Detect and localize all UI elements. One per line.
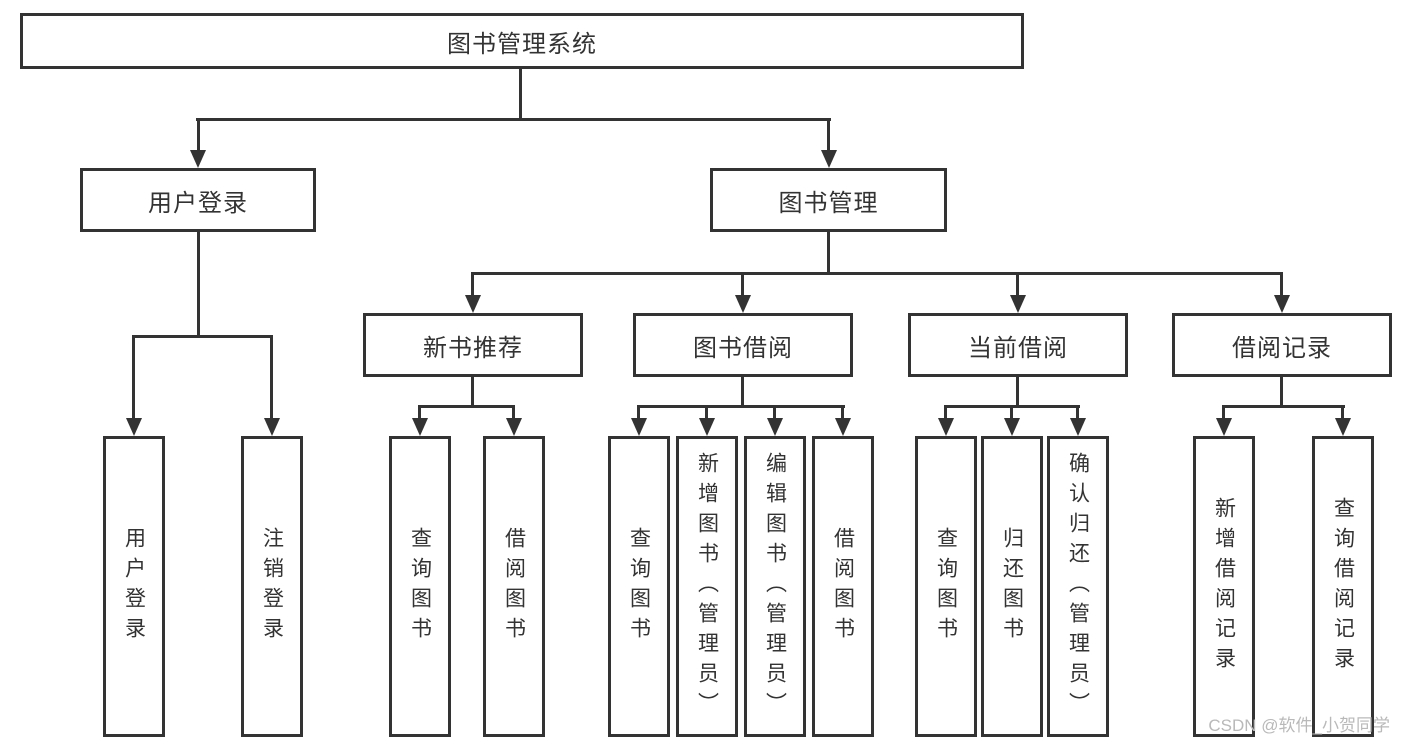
arrowhead-leaf-logout — [264, 418, 280, 436]
connector-leaf-logout-drop — [270, 335, 273, 420]
node-root: 图书管理系统 — [20, 13, 1024, 69]
leaf-logout: 注销登录 — [241, 436, 303, 737]
connector-borrow-record-drop — [1280, 272, 1283, 297]
leaf-query-books-2-label: 查询图书 — [627, 526, 651, 647]
leaf-query-books-1: 查询图书 — [389, 436, 451, 737]
connector-g2-drop-2 — [512, 405, 515, 420]
node-user-login: 用户登录 — [80, 168, 316, 232]
node-book-mgmt: 图书管理 — [710, 168, 947, 232]
connector-g2-stem — [471, 377, 474, 405]
connector-user-login-bus — [132, 335, 273, 338]
leaf-add-borrow-record-label: 新增借阅记录 — [1212, 496, 1236, 677]
node-book-borrow-label: 图书借阅 — [693, 334, 793, 362]
connector-g3-drop-1 — [637, 405, 640, 420]
connector-g4-drop-2 — [1010, 405, 1013, 420]
connector-g3-drop-2 — [705, 405, 708, 420]
leaf-borrow-books-1: 借阅图书 — [483, 436, 545, 737]
leaf-add-borrow-record: 新增借阅记录 — [1193, 436, 1255, 737]
connector-g5-stem — [1280, 377, 1283, 405]
connector-g3-stem — [741, 377, 744, 405]
connector-g3-drop-3 — [773, 405, 776, 420]
arrowhead-g2-2 — [506, 418, 522, 436]
node-user-login-label: 用户登录 — [148, 189, 248, 217]
arrowhead-current-borrow — [1010, 295, 1026, 313]
leaf-edit-books-admin: 编辑图书（管理员） — [744, 436, 806, 737]
connector-g2-bus — [418, 405, 515, 408]
arrowhead-g4-3 — [1070, 418, 1086, 436]
leaf-query-books-1-label: 查询图书 — [408, 526, 432, 647]
arrowhead-g5-2 — [1335, 418, 1351, 436]
connector-g3-bus — [637, 405, 845, 408]
leaf-borrow-books-1-label: 借阅图书 — [502, 526, 526, 647]
connector-book-mgmt-drop — [827, 118, 830, 152]
leaf-add-books-admin: 新增图书（管理员） — [676, 436, 738, 737]
connector-leaf-login-drop — [132, 335, 135, 420]
connector-g3-drop-4 — [841, 405, 844, 420]
connector-user-login-stem — [197, 232, 200, 335]
leaf-user-login-label: 用户登录 — [122, 526, 146, 647]
node-borrow-record: 借阅记录 — [1172, 313, 1392, 377]
connector-user-login-drop — [197, 118, 200, 152]
node-book-mgmt-label: 图书管理 — [778, 189, 879, 217]
leaf-query-books-3-label: 查询图书 — [934, 526, 958, 647]
connector-root-stem — [519, 69, 522, 118]
arrowhead-user-login — [190, 150, 206, 168]
arrowhead-g2-1 — [412, 418, 428, 436]
connector-g4-drop-1 — [944, 405, 947, 420]
leaf-edit-books-admin-label: 编辑图书（管理员） — [763, 451, 787, 722]
arrowhead-book-borrow — [735, 295, 751, 313]
leaf-borrow-books-2-label: 借阅图书 — [831, 526, 855, 647]
connector-g5-drop-1 — [1222, 405, 1225, 420]
leaf-borrow-books-2: 借阅图书 — [812, 436, 874, 737]
node-current-borrow: 当前借阅 — [908, 313, 1128, 377]
arrowhead-book-mgmt — [821, 150, 837, 168]
connector-g2-drop-1 — [418, 405, 421, 420]
arrowhead-borrow-record — [1274, 295, 1290, 313]
connector-g4-stem — [1016, 377, 1019, 405]
leaf-return-books: 归还图书 — [981, 436, 1043, 737]
leaf-return-books-label: 归还图书 — [1000, 526, 1024, 647]
arrowhead-g4-1 — [938, 418, 954, 436]
arrowhead-g5-1 — [1216, 418, 1232, 436]
arrowhead-g3-2 — [699, 418, 715, 436]
leaf-confirm-return-admin-label: 确认归还（管理员） — [1066, 451, 1090, 722]
node-new-book-rec-label: 新书推荐 — [423, 334, 523, 362]
connector-new-book-drop — [471, 272, 474, 297]
node-borrow-record-label: 借阅记录 — [1232, 334, 1332, 362]
node-book-borrow: 图书借阅 — [633, 313, 853, 377]
arrowhead-g3-1 — [631, 418, 647, 436]
leaf-confirm-return-admin: 确认归还（管理员） — [1047, 436, 1109, 737]
leaf-query-borrow-record: 查询借阅记录 — [1312, 436, 1374, 737]
leaf-add-books-admin-label: 新增图书（管理员） — [695, 451, 719, 722]
connector-g5-drop-2 — [1341, 405, 1344, 420]
leaf-user-login: 用户登录 — [103, 436, 165, 737]
node-current-borrow-label: 当前借阅 — [968, 334, 1068, 362]
node-new-book-rec: 新书推荐 — [363, 313, 583, 377]
leaf-query-books-2: 查询图书 — [608, 436, 670, 737]
arrowhead-new-book — [465, 295, 481, 313]
leaf-query-books-3: 查询图书 — [915, 436, 977, 737]
connector-level3-bus — [471, 272, 1283, 275]
leaf-logout-label: 注销登录 — [260, 526, 284, 647]
node-root-label: 图书管理系统 — [447, 30, 597, 58]
connector-g5-bus — [1222, 405, 1345, 408]
connector-book-mgmt-stem — [827, 232, 830, 272]
connector-book-borrow-drop — [741, 272, 744, 297]
arrowhead-g3-3 — [767, 418, 783, 436]
connector-level2-bus — [196, 118, 831, 121]
connector-current-borrow-drop — [1016, 272, 1019, 297]
csdn-watermark: CSDN @软件_小贺同学 — [1208, 716, 1390, 735]
leaf-query-borrow-record-label: 查询借阅记录 — [1331, 496, 1355, 677]
connector-g4-drop-3 — [1076, 405, 1079, 420]
arrowhead-leaf-login — [126, 418, 142, 436]
arrowhead-g3-4 — [835, 418, 851, 436]
arrowhead-g4-2 — [1004, 418, 1020, 436]
